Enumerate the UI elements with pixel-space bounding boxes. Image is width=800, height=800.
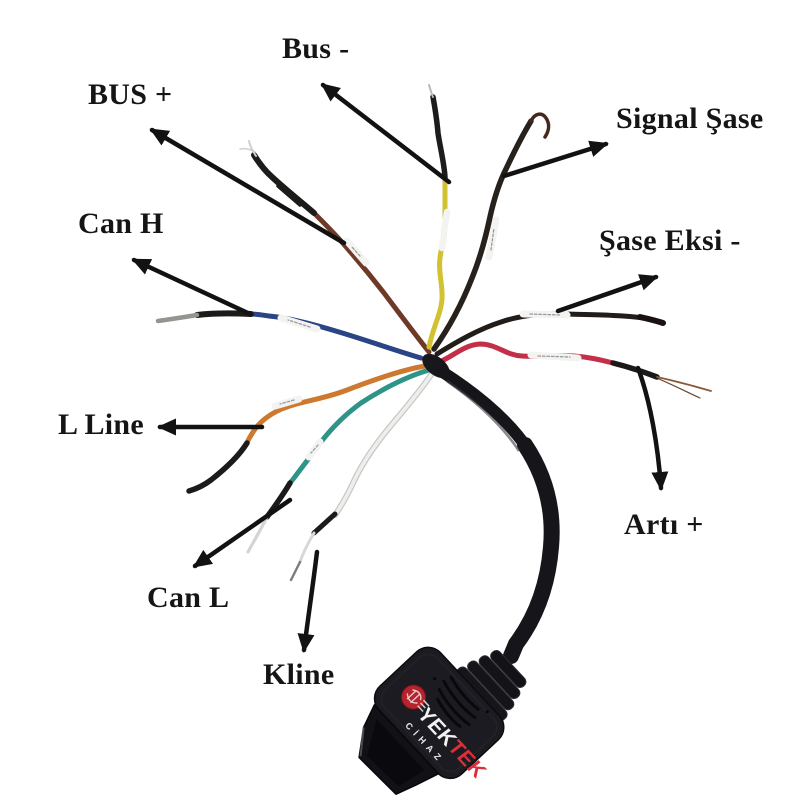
wire-bus-plus-sleeve-print — [351, 246, 361, 257]
connector-dot2 — [485, 710, 489, 714]
wire-bus-plus-insulation — [311, 210, 432, 355]
cable-hub — [422, 353, 560, 664]
label-l-line: L Line — [58, 408, 144, 441]
label-can-l: Can L — [147, 581, 230, 614]
label-bus-plus: BUS + — [88, 78, 173, 111]
wire-bus-minus-insulation — [426, 174, 448, 350]
wire-signal-sase-insulation — [431, 118, 534, 352]
wire-signal-sase — [431, 112, 551, 352]
wire-can-h — [155, 310, 424, 361]
arrow-can-l — [192, 497, 293, 569]
wire-arti-tip — [610, 360, 660, 380]
annotation-arrows — [131, 82, 669, 653]
arrow-can-h — [131, 257, 253, 317]
wire-arti-insulation — [434, 341, 616, 366]
arrow-sase-eksi — [555, 274, 659, 314]
wire-bus-minus — [426, 84, 451, 350]
arrow-bus-plus — [149, 127, 347, 246]
wire-l-line — [186, 363, 428, 494]
obd-connector: YEKTEK CİHAZ — [358, 646, 527, 796]
arrow-signal-sase — [501, 140, 609, 179]
label-bus-minus: Bus - — [282, 32, 350, 65]
wire-bus-plus-fray — [248, 140, 257, 157]
arrow-bus-minus — [320, 82, 452, 185]
connector-dot1 — [433, 677, 437, 681]
wire-kline-fray-end — [289, 560, 302, 582]
wire-bus-plus-tip-strand — [276, 184, 302, 207]
wire-arti-strand2 — [658, 378, 701, 399]
connector-body-shade — [380, 653, 498, 773]
strain-relief — [455, 649, 527, 722]
wire-can-h-tip — [194, 310, 254, 318]
label-sase-eksi: Şase Eksi - — [599, 224, 741, 257]
wire-can-l-sleeve-print — [310, 444, 319, 454]
wire-kline — [289, 369, 436, 582]
wire-signal-sase-tip — [529, 112, 551, 139]
wire-can-h-terminal — [155, 312, 200, 324]
wire-can-l-fray — [246, 515, 269, 554]
wire-l-line-tip — [186, 440, 250, 494]
wire-kline-insulation — [333, 370, 435, 517]
connector-vents — [436, 675, 480, 728]
wire-signal-sase-sleeve-print — [490, 227, 495, 251]
wire-can-l-insulation — [287, 367, 432, 486]
label-can-h: Can H — [78, 207, 164, 240]
wire-bus-plus-tip — [251, 152, 317, 216]
arrow-arti — [635, 365, 669, 491]
label-arti: Artı + — [624, 508, 704, 541]
label-signal-sase: Signal Şase — [616, 102, 764, 135]
wire-sase-eksi-tip — [637, 314, 666, 326]
wire-arti — [434, 341, 712, 399]
yektek-logo-icon — [401, 684, 430, 713]
wire-l-line-sleeve-print — [279, 399, 295, 405]
wire-sase-eksi — [434, 310, 666, 357]
wire-bus-minus-tip — [430, 94, 448, 180]
wire-kline-tip — [311, 511, 338, 536]
cable-lower — [503, 437, 560, 664]
arrow-kline — [297, 549, 320, 653]
wire-bus-plus — [239, 140, 432, 355]
wire-bus-plus-fray2 — [239, 147, 256, 153]
wire-kline-fray — [298, 531, 316, 564]
wire-sase-eksi-sleeve-print — [529, 313, 561, 316]
label-kline: Kline — [263, 658, 335, 691]
obd-plug-face — [366, 719, 425, 787]
wire-arti-strand1 — [656, 376, 712, 392]
cable-sheen — [446, 379, 521, 452]
wire-bus-minus-fray — [428, 84, 434, 98]
wire-can-h-sleeve-print — [287, 319, 311, 328]
wire-bus-minus-sleeve1 — [440, 208, 451, 235]
wire-can-h-insulation — [248, 311, 424, 361]
wire-bus-minus-sleeve2 — [438, 232, 448, 252]
wire-l-line-insulation — [244, 363, 428, 446]
obd-plug-bevel — [359, 727, 365, 757]
wire-arti-sleeve-print — [537, 355, 571, 358]
wire-can-l — [246, 367, 432, 554]
